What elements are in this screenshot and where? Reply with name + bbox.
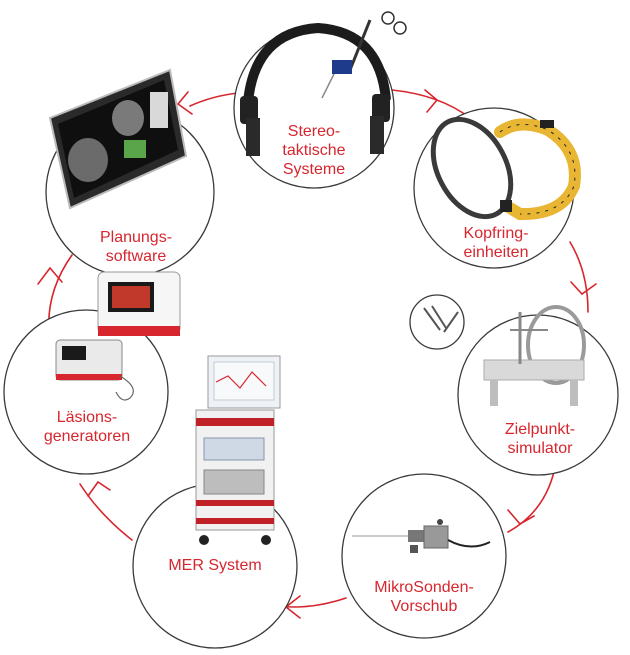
node-label-line: Systeme — [282, 161, 346, 178]
node-label-line: Läsions- — [56, 409, 118, 426]
node-circle-mikrosonden — [341, 473, 507, 639]
node-label-kopfringeinheiten: Kopfring- einheiten — [436, 224, 556, 262]
node-label-zielpunktsimulator: Zielpunkt- simulator — [480, 420, 600, 458]
node-label-stereotaktische-systeme: Stereo- taktische Systeme — [256, 122, 372, 179]
node-label-line: Stereo- — [287, 123, 341, 140]
arrowhead-6 — [37, 266, 63, 285]
node-label-line: einheiten — [463, 244, 529, 261]
stereotactic-frame-illustration — [240, 11, 407, 156]
node-label-mikrosonden-vorschub: MikroSonden- Vorschub — [354, 578, 494, 616]
arrowhead-7 — [176, 91, 193, 115]
connector-kopfring-to-zielpunkt — [569, 241, 589, 313]
microdrive-illustration — [352, 519, 491, 553]
node-label-line: Planungs- — [99, 229, 173, 246]
node-label-line: software — [105, 248, 167, 265]
node-circle-laesion — [3, 309, 169, 475]
node-circle-small-probe — [409, 294, 465, 350]
connector-planung-to-stereo — [189, 92, 239, 107]
node-label-line: Zielpunkt- — [504, 421, 576, 438]
arrowhead-2 — [570, 281, 597, 296]
node-label-mer-system: MER System — [152, 556, 278, 575]
arrowhead-1 — [424, 89, 439, 113]
mer-cart-illustration — [195, 355, 281, 545]
head-ring-illustration — [430, 116, 581, 221]
node-label-line: taktische — [282, 142, 346, 159]
node-circles — [3, 27, 619, 649]
probe-tips-illustration — [423, 305, 459, 333]
arrowhead-3 — [507, 509, 535, 526]
node-label-laesionsgeneratoren: Läsions- generatoren — [28, 408, 146, 446]
target-simulator-illustration — [483, 305, 586, 406]
connector-mer-to-laesion — [79, 483, 133, 541]
node-label-line: generatoren — [43, 428, 131, 445]
lesion-generator-illustration — [55, 271, 181, 401]
node-label-planungssoftware: Planungs- software — [76, 228, 196, 266]
node-label-line: Vorschub — [390, 598, 458, 615]
node-label-line: MER System — [168, 557, 262, 574]
node-label-line: MikroSonden- — [374, 579, 474, 596]
arrowhead-5 — [87, 480, 111, 497]
planning-monitor-illustration — [48, 68, 188, 210]
node-label-line: simulator — [507, 440, 573, 457]
node-label-line: Kopfring- — [463, 225, 529, 242]
